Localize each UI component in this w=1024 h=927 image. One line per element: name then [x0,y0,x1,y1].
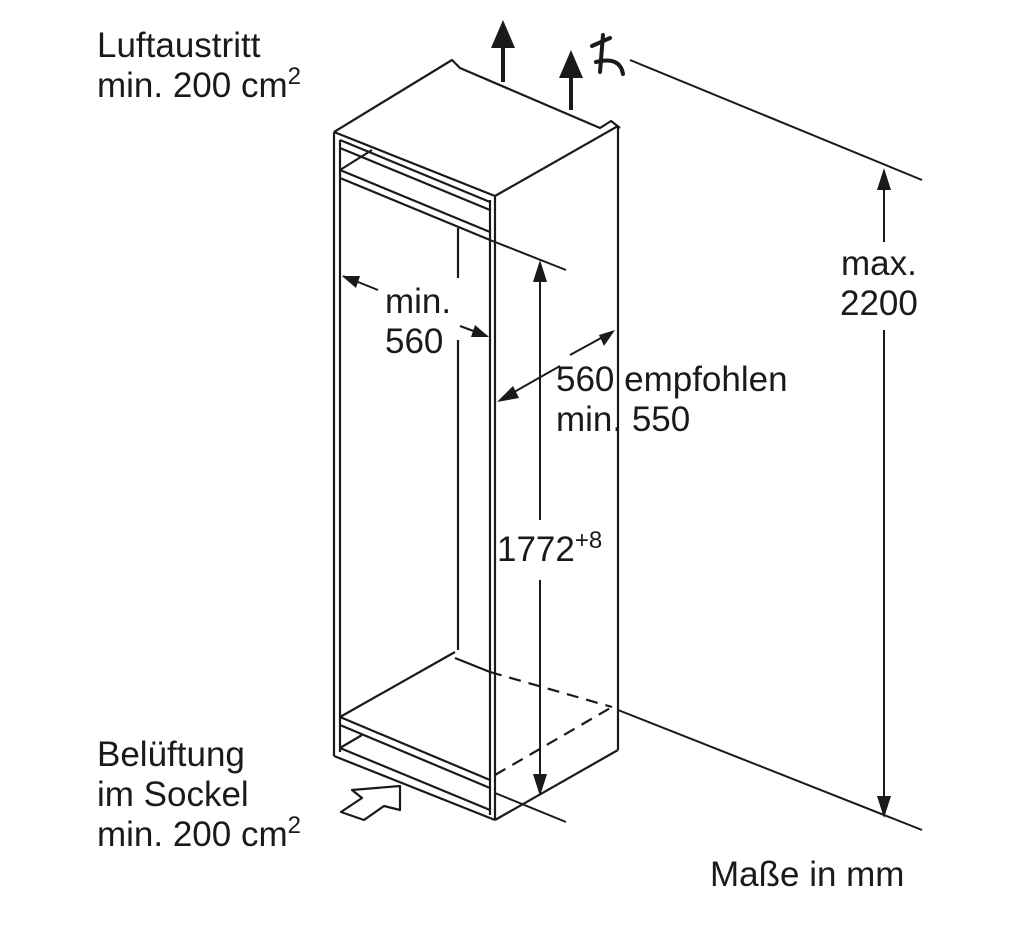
max-height-line1: max. [841,244,917,283]
max-height-ref-top [629,59,923,181]
floor-back-left [339,651,456,718]
niche-height-ref-bottom [494,792,567,823]
up-arrow-head-icon [491,20,515,48]
cabinet-top-right-edge [494,125,619,197]
units-label: Maße in mm [710,855,905,894]
bottom-rail-1 [339,715,491,782]
floor-back-edge [454,656,491,674]
bottom-rail-depth [339,734,363,749]
air-outlet-arrows [491,20,583,110]
cabinet-niche [332,58,621,822]
inner-width-line1: min. [385,282,452,321]
bottom-rail-4 [333,754,496,822]
top-rail-4 [339,176,491,242]
max-height-arrow-up-icon [877,168,891,190]
niche-height-ref-top [489,239,567,271]
depth-label: 560 empfohlen min. 550 [556,360,788,440]
dimension-lines [342,59,923,831]
inner-width-line2: 560 [385,322,444,361]
top-rail-2 [339,146,491,212]
base-vent-min: min. 200 cm2 [97,812,301,855]
niche-height-value: 1772 [497,530,575,569]
air-outlet-label: Luftaustritt min. 200 cm2 [97,26,301,106]
base-vent-line2: im Sockel [97,775,249,814]
top-rail-depth [339,149,373,171]
niche-height-arrow-up-icon [533,260,547,282]
base-vent-line1: Belüftung [97,735,245,774]
arrowheads [342,168,891,818]
max-height-line2: 2200 [840,284,918,323]
hidden-edge-2 [494,706,613,776]
depth-line1: 560 empfohlen [556,360,788,399]
bottom-rail-3 [339,746,491,812]
inner-width-arrow-left-icon [342,276,360,288]
hollow-arrow-icon [339,784,402,822]
top-rail-1 [339,138,491,204]
niche-height-tolerance: +8 [574,527,603,554]
ceiling-mark-icon [590,33,625,76]
max-height-ref-bottom [617,709,923,831]
niche-height-label: 1772+8 [497,527,603,570]
top-rail-3 [339,168,491,234]
up-arrow-head-icon [559,50,583,78]
base-vent-label: Belüftung im Sockel min. 200 cm2 [97,735,301,855]
hidden-edge-1 [489,670,613,709]
depth-line2: min. 550 [556,400,691,439]
air-outlet-title: Luftaustritt [97,26,261,65]
max-height-arrow-down-icon [877,796,891,818]
inner-width-label: min. 560 [385,282,451,362]
niche-height-arrow-down-icon [533,774,547,796]
max-height-label: max. 2200 [840,244,918,324]
bottom-right-edge [494,749,619,821]
depth-arrow-right-icon [599,330,615,346]
depth-arrow-left-icon [497,386,519,402]
air-outlet-min: min. 200 cm2 [97,63,301,106]
inner-width-arrow-right-icon [471,325,489,337]
bottom-rail-2 [339,723,491,790]
cabinet-top-back-edge [333,58,621,133]
cabinet-top-front-edge [333,130,496,198]
